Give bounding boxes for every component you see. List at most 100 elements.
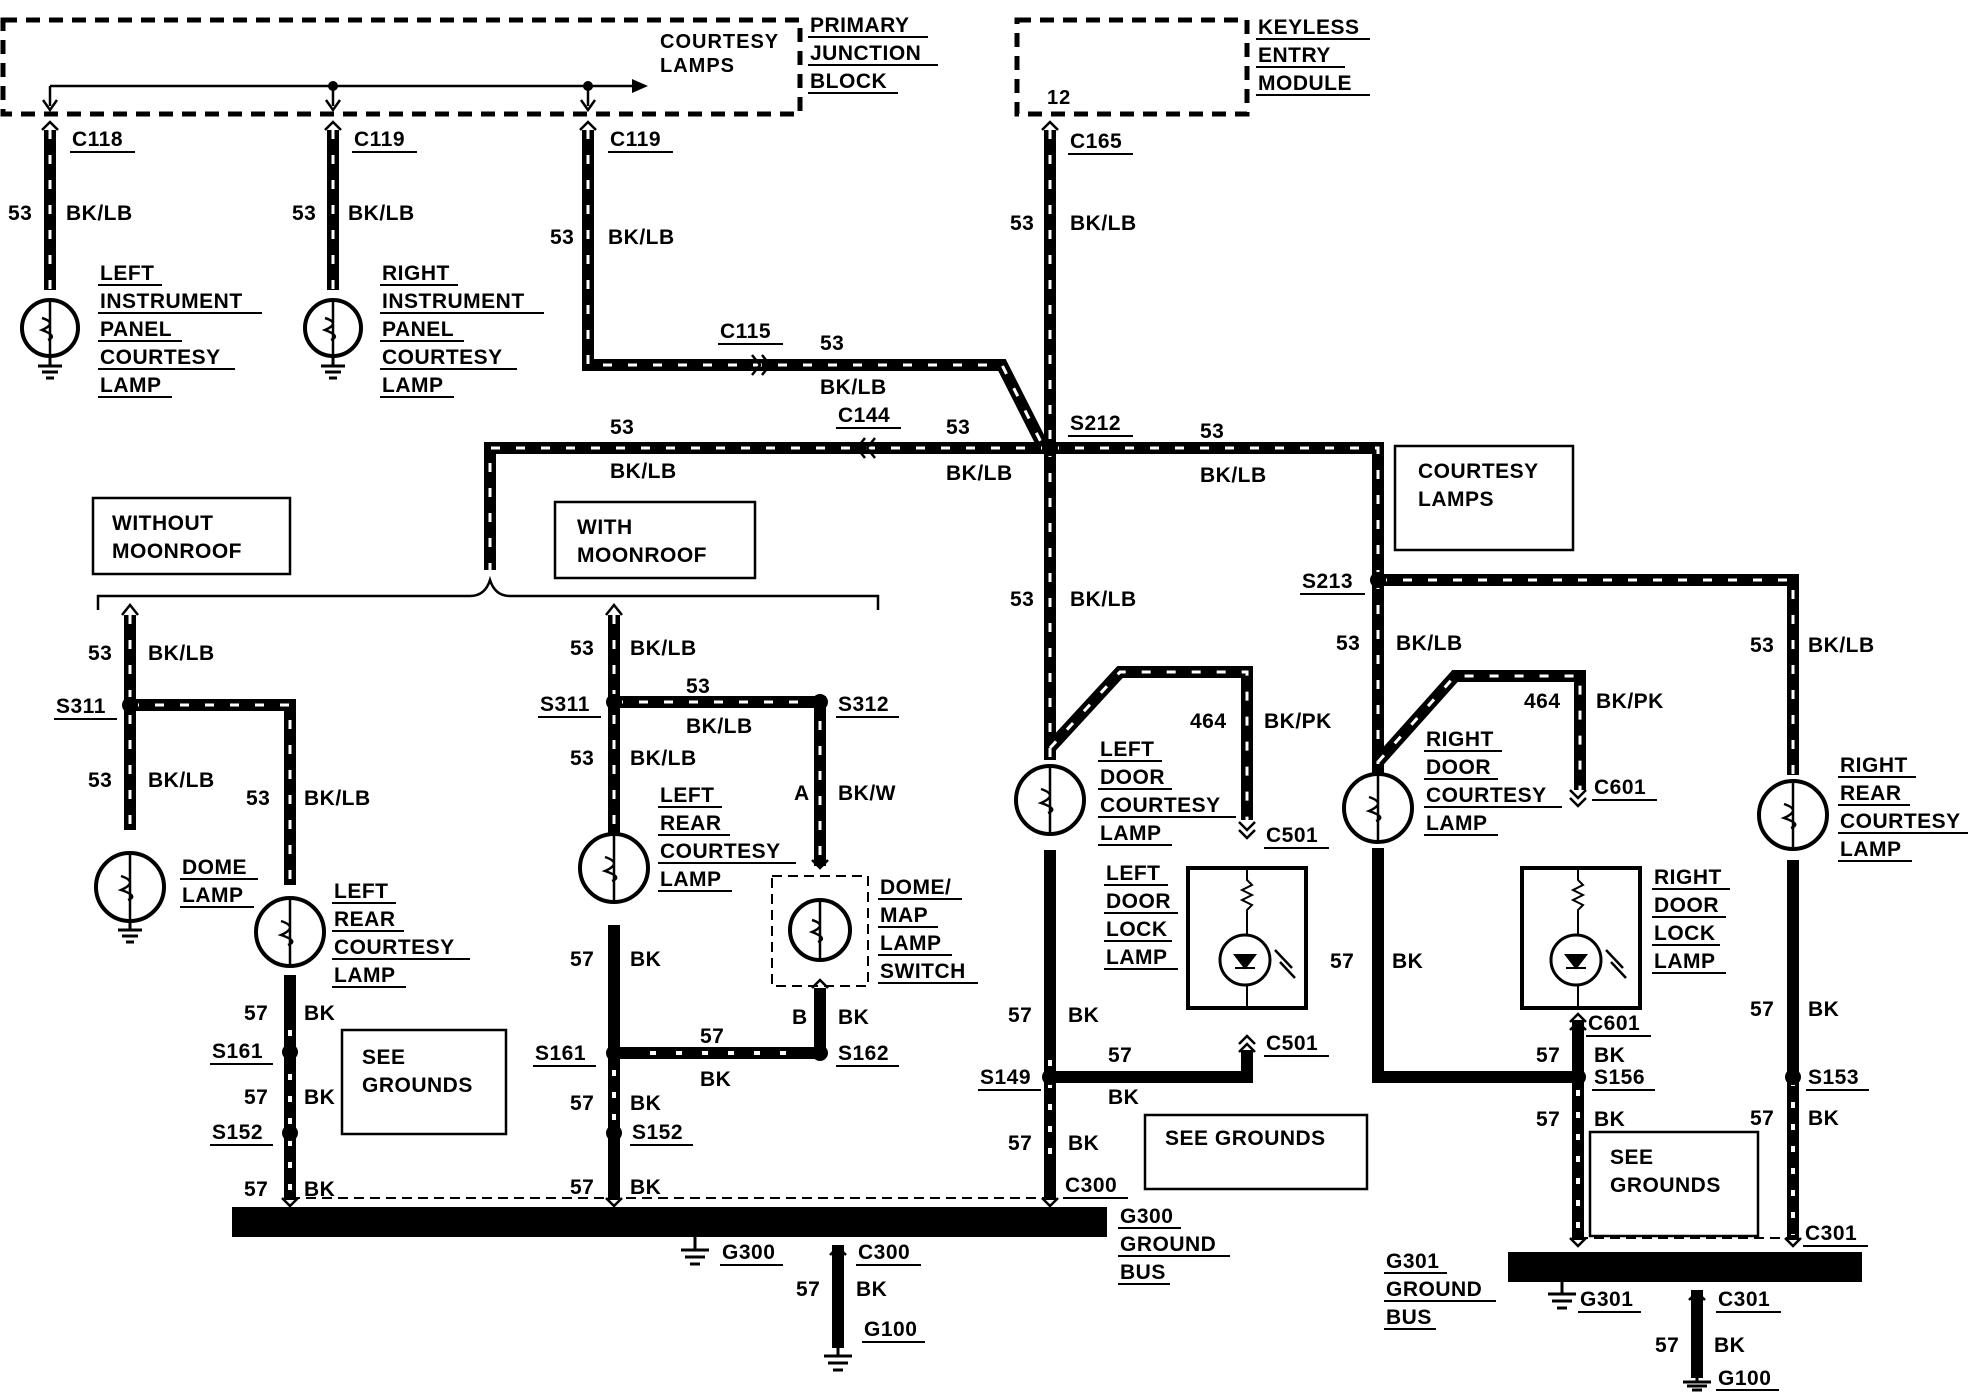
svg-text:RIGHT: RIGHT [1654, 866, 1722, 889]
color-bk: BK [1068, 1132, 1099, 1155]
svg-text:LAMP: LAMP [660, 868, 722, 891]
label-c118: C118 [72, 128, 123, 151]
svg-text:COURTESY: COURTESY [334, 936, 455, 959]
kem-label-1: KEYLESS [1258, 16, 1360, 39]
label-c119-b: C119 [610, 128, 661, 151]
circ-57: 57 [1536, 1108, 1560, 1131]
dome-map-lamp-bulb [788, 898, 852, 962]
label-s153: S153 [1808, 1066, 1859, 1089]
right-door-lamp-label: RIGHT DOOR COURTESY LAMP [1424, 728, 1562, 836]
svg-text:INSTRUMENT: INSTRUMENT [382, 290, 525, 313]
svg-text:COURTESY: COURTESY [1100, 794, 1221, 817]
lamp-grounds [38, 356, 345, 944]
color-bklb: BK/LB [608, 226, 675, 249]
circ-57: 57 [1536, 1044, 1560, 1067]
svg-text:REAR: REAR [334, 908, 396, 931]
label-c301-a: C301 [1805, 1222, 1857, 1245]
svg-text:LEFT: LEFT [334, 880, 389, 903]
g300-ground-bus [232, 1207, 1107, 1237]
right-ip-lamp-bulb [303, 298, 363, 358]
color-bk: BK [1594, 1044, 1625, 1067]
lamp-symbols [20, 298, 1829, 968]
circ-57: 57 [244, 1178, 268, 1201]
color-bklb: BK/LB [1070, 212, 1137, 235]
left-ip-lamp-bulb [20, 298, 80, 358]
circ-53: 53 [686, 675, 710, 698]
primary-junction-block: COURTESY LAMPS PRIMARY JUNCTION BLOCK [0, 14, 938, 117]
color-bkpk: BK/PK [1596, 690, 1664, 713]
svg-text:COURTESY: COURTESY [1840, 810, 1961, 833]
label-c601-a: C601 [1594, 776, 1646, 799]
kem-label-3: MODULE [1258, 72, 1352, 95]
pin-b: B [792, 1006, 808, 1029]
label-s311-a: S311 [56, 695, 106, 718]
circ-57: 57 [570, 948, 594, 971]
label-s149: S149 [980, 1066, 1031, 1089]
kem-pin-12: 12 [1047, 87, 1071, 109]
label-s212: S212 [1070, 412, 1121, 435]
note-boxes: WITHOUT MOONROOF WITH MOONROOF COURTESY … [91, 444, 1760, 1238]
svg-text:COURTESY: COURTESY [1426, 784, 1547, 807]
label-c601-b: C601 [1588, 1012, 1640, 1035]
color-bkw: BK/W [838, 782, 896, 805]
color-bk: BK [1068, 1004, 1099, 1027]
color-bk: BK [1714, 1334, 1745, 1357]
pjb-courtesy-lamps-line2: LAMPS [660, 55, 735, 77]
splice-dash-overlay [288, 1030, 1795, 1235]
svg-text:RIGHT: RIGHT [382, 262, 450, 285]
color-bkpk: BK/PK [1264, 710, 1332, 733]
right-rear-lamp-label: RIGHT REAR COURTESY LAMP [1838, 754, 1968, 862]
label-s156: S156 [1594, 1066, 1645, 1089]
svg-text:RIGHT: RIGHT [1840, 754, 1908, 777]
color-bklb: BK/LB [348, 202, 415, 225]
label-s152-b: S152 [632, 1121, 683, 1144]
svg-text:LOCK: LOCK [1106, 918, 1168, 941]
color-bklb: BK/LB [630, 747, 697, 770]
color-bklb: BK/LB [630, 637, 697, 660]
circ-57: 57 [1108, 1044, 1132, 1067]
svg-text:DOME: DOME [182, 856, 247, 879]
svg-text:G300: G300 [1120, 1205, 1173, 1228]
pin-a: A [794, 782, 810, 805]
svg-text:REAR: REAR [1840, 782, 1902, 805]
label-g100-b: G100 [1718, 1367, 1771, 1390]
label-c115: C115 [720, 320, 771, 343]
svg-text:BUS: BUS [1120, 1261, 1166, 1284]
left-door-lamp-bulb [1014, 764, 1086, 836]
pjb-label-1: PRIMARY [810, 14, 910, 37]
dome-lamp-label: DOME LAMP [180, 856, 258, 908]
label-s162: S162 [838, 1042, 889, 1065]
svg-text:PANEL: PANEL [100, 318, 172, 341]
label-c501-b: C501 [1266, 1032, 1318, 1055]
color-bklb: BK/LB [304, 787, 371, 810]
svg-text:COURTESY: COURTESY [100, 346, 221, 369]
note-with-moonroof-1: WITH [577, 516, 633, 539]
splice-dots [122, 440, 1801, 1141]
circ-57: 57 [796, 1278, 820, 1301]
label-c119-a: C119 [354, 128, 405, 151]
left-door-lock-lamp-label: LEFT DOOR LOCK LAMP [1104, 862, 1178, 970]
svg-text:LAMP: LAMP [182, 884, 244, 907]
color-bk: BK [304, 1178, 335, 1201]
color-bklb: BK/LB [686, 715, 753, 738]
svg-text:LAMP: LAMP [880, 932, 942, 955]
circ-57: 57 [1655, 1334, 1679, 1357]
svg-text:LAMP: LAMP [1840, 838, 1902, 861]
svg-text:RIGHT: RIGHT [1426, 728, 1494, 751]
circ-57: 57 [1008, 1132, 1032, 1155]
circ-53: 53 [8, 202, 32, 225]
svg-text:SWITCH: SWITCH [880, 960, 966, 983]
left-rear-lamp-bulb-1 [254, 896, 326, 968]
pjb-label-2: JUNCTION [810, 42, 921, 65]
color-bk: BK [1392, 950, 1423, 973]
circ-53: 53 [1750, 634, 1774, 657]
circ-53: 53 [1010, 212, 1034, 235]
circuit-labels: 53 BK/LB 53 BK/LB 53 BK/LB 53 BK/LB 53 B… [8, 202, 1874, 1357]
circ-53: 53 [1200, 420, 1224, 443]
circ-53: 53 [550, 226, 574, 249]
kem-label-2: ENTRY [1258, 44, 1331, 67]
g301-ground-bus [1508, 1252, 1862, 1282]
note-see-grounds-mid: SEE GROUNDS [1165, 1127, 1326, 1150]
svg-text:COURTESY: COURTESY [382, 346, 503, 369]
color-bklb: BK/LB [148, 642, 215, 665]
